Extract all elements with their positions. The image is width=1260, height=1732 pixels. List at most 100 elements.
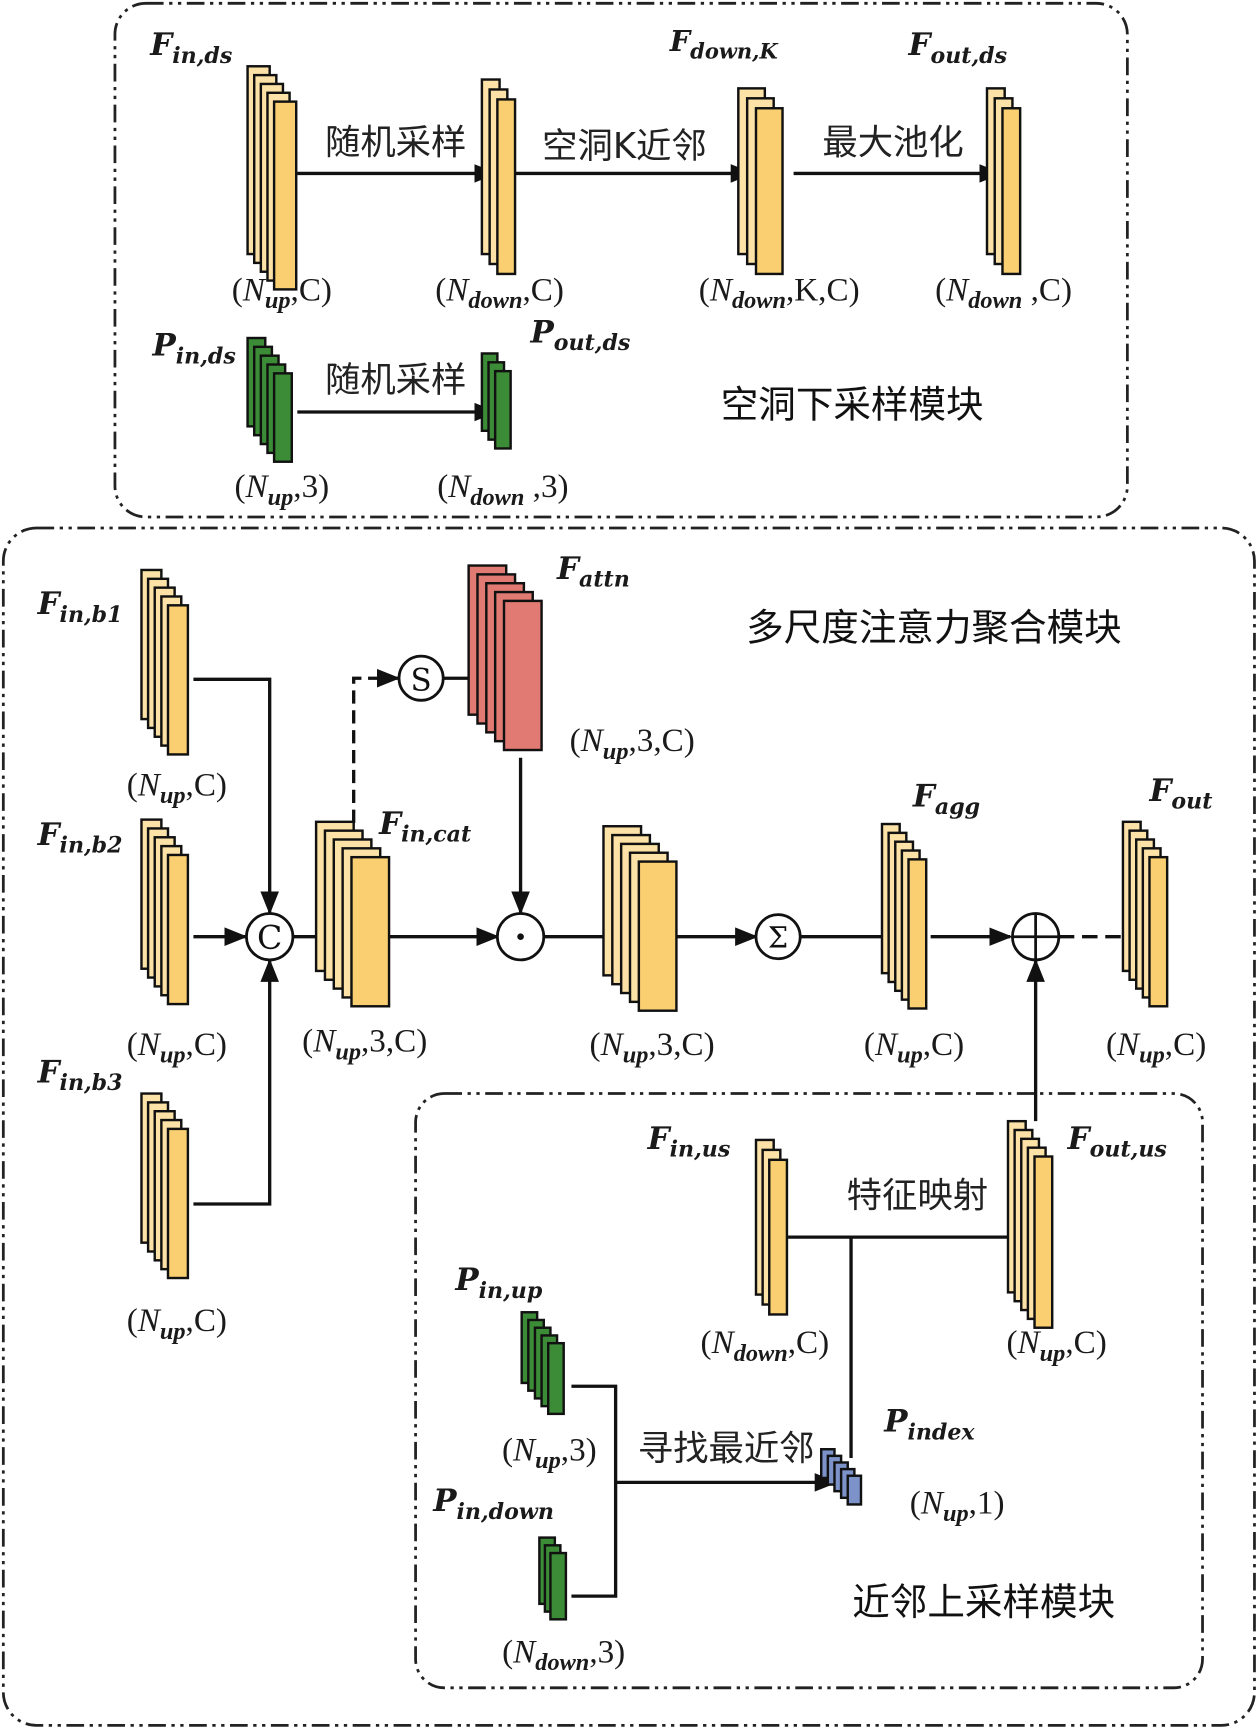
stack-p-in-up xyxy=(520,1311,565,1416)
stack-f-out xyxy=(1121,820,1169,1008)
stack-f-out-layer xyxy=(1148,855,1169,1008)
operators: C S Σ xyxy=(245,654,1061,962)
multiply-operator xyxy=(495,912,546,962)
line-b3-to-concat xyxy=(193,958,279,1206)
module-titles: 空洞下采样模块 多尺度注意力聚合模块 近邻上采样模块 xyxy=(721,383,1122,1624)
stack-f-attn-layer xyxy=(502,599,543,752)
stack-f-agg xyxy=(880,822,928,1010)
stack-f-weighted-layer xyxy=(637,860,678,1012)
line-b1-to-concat xyxy=(193,677,279,915)
module-frame-nn-upsampling xyxy=(414,1092,1204,1690)
stack-f-in-b1-layer xyxy=(166,604,190,756)
stack-f-in-us-layer xyxy=(768,1158,789,1316)
stack-f-out-ds xyxy=(985,87,1022,276)
name-f-agg: Fagg xyxy=(912,778,980,820)
name-f-in-ds: Fin,ds xyxy=(149,27,232,69)
stack-p-in-ds-layer xyxy=(272,372,294,463)
name-f-out: Fout xyxy=(1148,773,1212,815)
stack-f-in-cat xyxy=(314,820,391,1008)
stack-f-attn xyxy=(467,564,543,752)
concat-operator: C xyxy=(245,912,295,962)
name-p-index: Pindex xyxy=(883,1404,975,1446)
name-f-in-us: Fin,us xyxy=(647,1121,731,1163)
stack-p-in-up-layer xyxy=(546,1341,565,1416)
shape-f-down-k: (Ndown,K,C) xyxy=(699,271,860,314)
stack-f-out-us xyxy=(1006,1119,1054,1329)
label-find-nearest: 寻找最近邻 xyxy=(638,1428,815,1469)
line-cat-to-softmax xyxy=(352,668,401,823)
stack-f-in-b1 xyxy=(140,568,190,756)
stack-f-down-layer xyxy=(496,98,517,276)
stack-p-out-ds xyxy=(480,352,512,450)
operation-labels: 随机采样 空洞K近邻 最大池化 随机采样 特征映射 寻找最近邻 xyxy=(325,123,988,1470)
name-f-attn: Fattn xyxy=(556,551,630,593)
name-f-out-us: Fout,us xyxy=(1067,1121,1167,1163)
label-feature-mapping: 特征映射 xyxy=(847,1175,988,1216)
shape-f-weighted: (Nup,3,C) xyxy=(590,1026,715,1069)
shape-p-in-down: (Ndown,3) xyxy=(502,1633,625,1676)
label-random-sampling: 随机采样 xyxy=(325,123,466,164)
stack-f-in-ds-layer xyxy=(272,100,298,291)
label-max-pooling: 最大池化 xyxy=(822,123,963,164)
stack-f-weighted xyxy=(602,825,678,1012)
shape-f-in-cat: (Nup,3,C) xyxy=(302,1023,427,1066)
module-frame-multiscale-attention xyxy=(1,526,1256,1727)
stack-p-in-down xyxy=(538,1536,568,1621)
stack-p-index xyxy=(819,1448,863,1506)
sum-symbol: Σ xyxy=(768,921,788,955)
name-f-in-b1: Fin,b1 xyxy=(37,586,123,628)
stack-p-index-layer xyxy=(846,1474,863,1506)
sum-operator: Σ xyxy=(754,913,802,961)
shape-f-in-b1: (Nup,C) xyxy=(127,766,227,809)
shape-f-in-ds: (Nup,C) xyxy=(232,271,332,314)
stack-f-in-b3-layer xyxy=(166,1127,190,1280)
label-dilated-knn: 空洞K近邻 xyxy=(542,126,707,167)
name-p-in-down: Pin,down xyxy=(432,1483,554,1525)
stack-f-agg-layer xyxy=(907,858,928,1010)
title-dilated-downsampling: 空洞下采样模块 xyxy=(721,383,984,427)
shape-f-agg: (Nup,C) xyxy=(864,1026,964,1069)
stack-f-in-us xyxy=(754,1138,789,1316)
line-pinup-to-find xyxy=(571,1384,618,1598)
shape-p-index: (Nup,1) xyxy=(910,1484,1005,1527)
stack-f-in-b2 xyxy=(140,818,190,1006)
stack-f-out-us-layer xyxy=(1033,1155,1054,1329)
stack-f-out-ds-layer xyxy=(1001,107,1022,276)
shape-p-in-up: (Nup,3) xyxy=(502,1431,597,1474)
stack-f-in-ds xyxy=(246,65,298,291)
shape-f-out: (Nup,C) xyxy=(1106,1026,1206,1069)
title-nn-upsampling: 近邻上采样模块 xyxy=(852,1580,1115,1624)
concat-symbol: C xyxy=(257,918,282,957)
shape-p-in-ds: (Nup,3) xyxy=(234,468,329,511)
stack-p-in-ds xyxy=(246,336,294,463)
name-p-out-ds: Pout,ds xyxy=(530,314,631,356)
module-frame-dilated-downsampling xyxy=(113,1,1129,519)
add-operator xyxy=(1011,912,1061,962)
softmax-operator: S xyxy=(397,654,445,702)
shape-p-out-ds: (Ndown ,3) xyxy=(437,468,568,511)
name-f-out-ds: Fout,ds xyxy=(908,27,1008,69)
softmax-symbol: S xyxy=(411,662,432,698)
shape-f-out-ds: (Ndown ,C) xyxy=(935,271,1072,314)
shape-f-in-b2: (Nup,C) xyxy=(127,1026,227,1069)
label-random-sampling-points: 随机采样 xyxy=(325,360,466,401)
name-f-in-b2: Fin,b2 xyxy=(37,817,123,859)
title-multiscale-attention: 多尺度注意力聚合模块 xyxy=(746,606,1122,650)
tensor-stacks xyxy=(140,65,1169,1621)
name-f-in-b3: Fin,b3 xyxy=(37,1055,123,1097)
name-p-in-up: Pin,up xyxy=(454,1262,542,1304)
stack-f-down xyxy=(480,78,517,276)
shape-f-down: (Ndown,C) xyxy=(435,271,564,314)
shape-f-attn: (Nup,3,C) xyxy=(570,722,695,765)
name-f-down-k: Fdown,K xyxy=(669,24,779,64)
stack-f-in-b3 xyxy=(140,1092,190,1280)
name-f-in-cat: Fin,cat xyxy=(378,806,471,848)
shape-f-in-b3: (Nup,C) xyxy=(127,1302,227,1345)
shape-f-out-us: (Nup,C) xyxy=(1007,1324,1107,1367)
stack-p-out-ds-layer xyxy=(493,369,512,450)
stack-f-down-k-layer xyxy=(754,107,784,276)
name-p-in-ds: Pin,ds xyxy=(152,328,236,370)
